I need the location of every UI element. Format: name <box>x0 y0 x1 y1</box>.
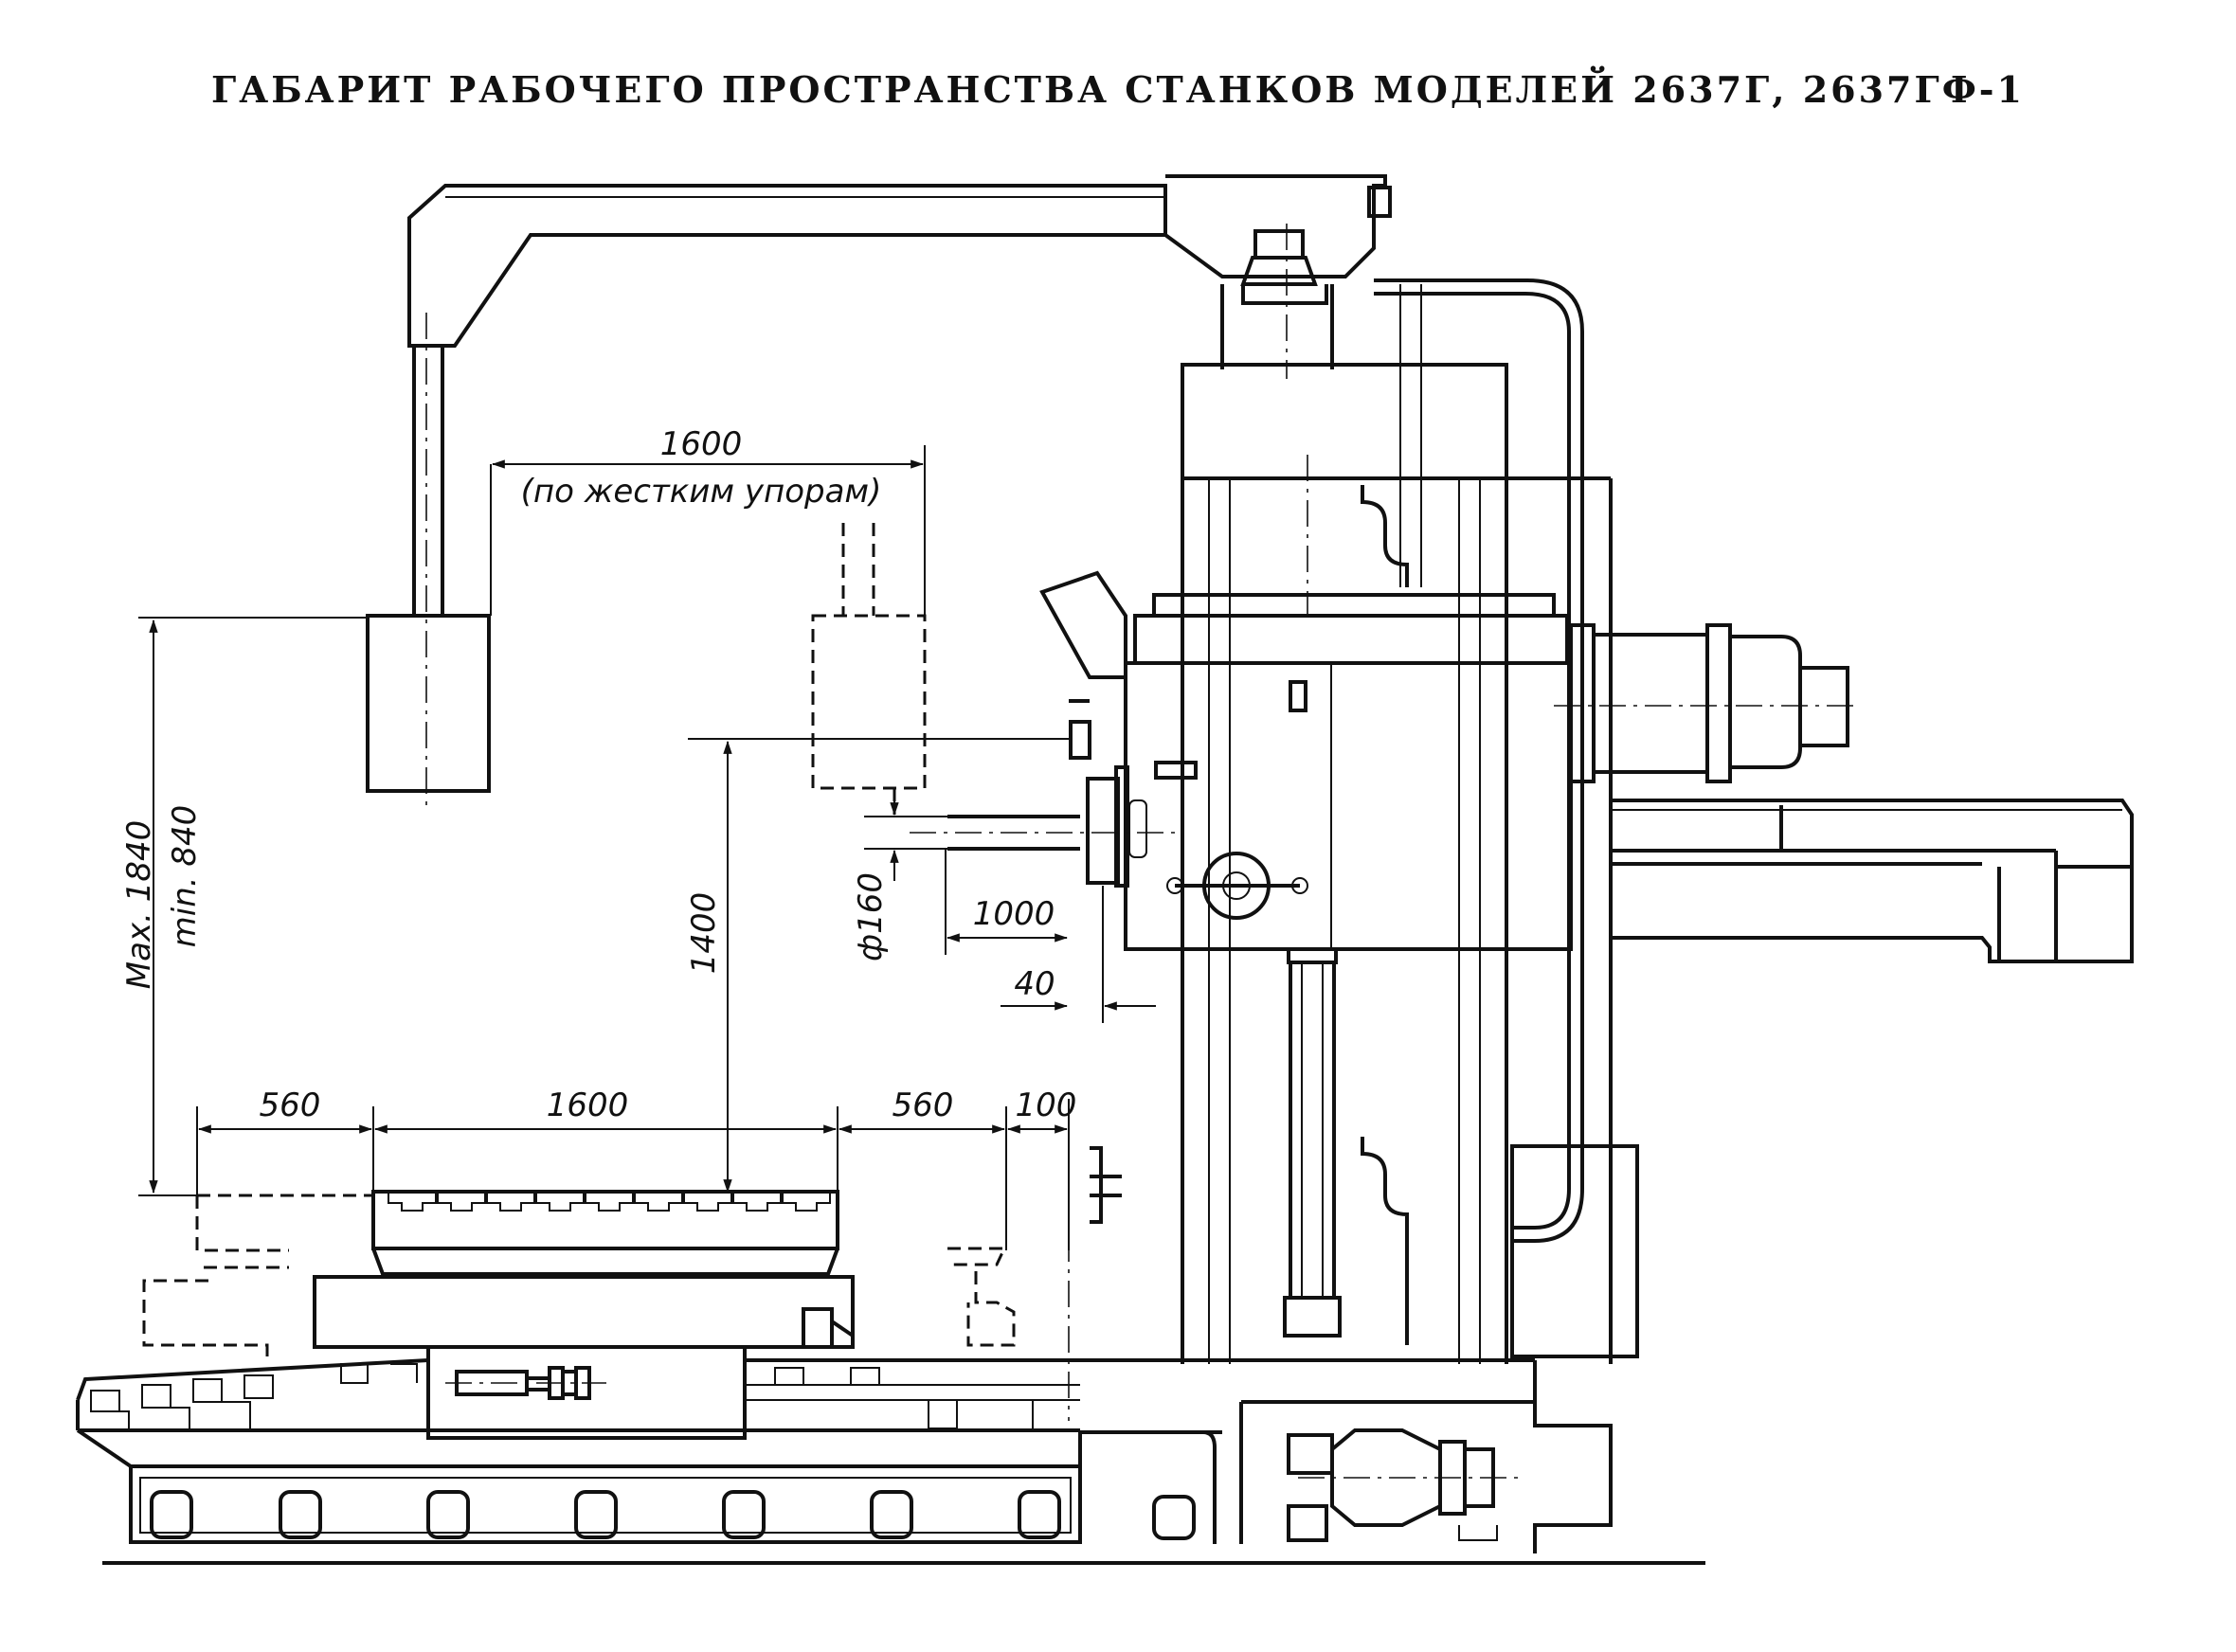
dim-spindle-extension: 1000 <box>973 895 1055 933</box>
spindle <box>910 815 1175 851</box>
dim-min-height: min. 840 <box>166 805 204 948</box>
rotary-table <box>142 1099 1122 1421</box>
outer-support <box>1611 799 2134 963</box>
dimension-lines <box>138 445 1156 1250</box>
dim-table-width: 1600 <box>547 1086 629 1124</box>
dim-stroke-top-note: (по жестким упорам) <box>521 473 882 511</box>
dim-spindle-height: 1400 <box>685 892 723 975</box>
dim-max-height: Max. 1840 <box>120 820 158 989</box>
machine-bed <box>76 1358 1705 1565</box>
spindle-housing <box>1554 623 1857 783</box>
dim-table-right: 560 <box>893 1086 954 1124</box>
dim-table-clearance: 100 <box>1016 1086 1077 1124</box>
dim-spindle-offset: 40 <box>1014 965 1055 1003</box>
saddle <box>426 1345 747 1440</box>
back-support-arm <box>366 174 1392 811</box>
dim-spindle-diameter: ф160 <box>852 872 890 961</box>
dimension-labels: 1600 (по жестким упорам) Max. 1840 min. … <box>120 425 1076 1124</box>
dim-stroke-top: 1600 <box>660 425 743 463</box>
dim-table-left: 560 <box>260 1086 321 1124</box>
page-title: ГАБАРИТ РАБОЧЕГО ПРОСТРАНСТВА СТАНКОВ МО… <box>211 68 2025 111</box>
spindle-phantom <box>811 523 927 815</box>
headstock <box>1039 570 1573 1338</box>
